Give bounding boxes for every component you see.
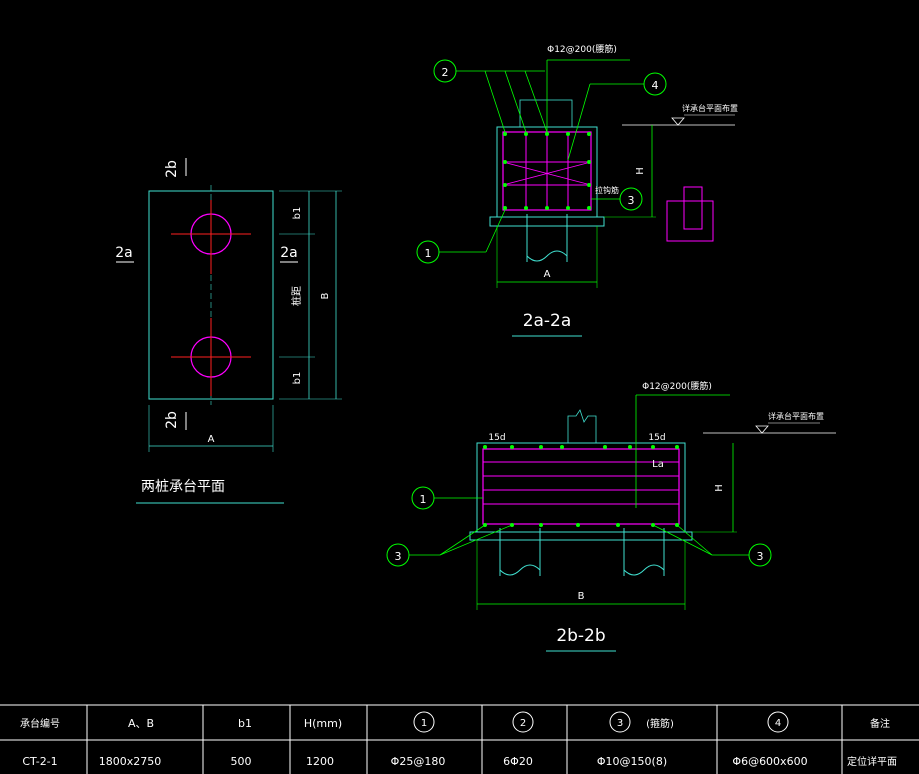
callout-3-label: 3 <box>628 194 635 207</box>
leader <box>485 209 506 253</box>
section-label-2a-right: 2a <box>280 245 298 261</box>
column-stub <box>567 409 597 443</box>
tie-bar <box>502 161 592 186</box>
header-ab: A、B <box>128 717 154 730</box>
stirrup-detail <box>666 200 714 242</box>
tie-label: 拉钩筋 <box>595 185 619 195</box>
elevation-marker <box>755 425 769 434</box>
pile-cap-plan: 2b 2b 2a 2a A b1 桩距 b1 B 两桩承台平面 <box>115 158 342 504</box>
schedule-table: 承台编号 A、B b1 H(mm) 1 2 3 (箍筋) 4 备注 CT-2-1… <box>0 704 919 774</box>
section-2a-title: 2a-2a <box>523 311 572 331</box>
cell-h: 1200 <box>306 755 334 768</box>
leader <box>439 524 513 556</box>
callout-1-label: 1 <box>425 247 432 260</box>
leader <box>567 83 591 161</box>
cell-rebar-4: Φ6@600x600 <box>732 755 807 768</box>
dim-label-b1-bottom: b1 <box>292 372 303 385</box>
cell-ab: 1800x2750 <box>99 755 162 768</box>
pile-break <box>623 564 665 576</box>
stirrup-detail-hook <box>683 186 703 230</box>
main-rebar <box>482 448 680 525</box>
leader <box>484 70 506 133</box>
table-grid <box>86 705 843 774</box>
header-h: H(mm) <box>304 717 342 730</box>
ground-label: 详承台平面布置 <box>768 411 824 421</box>
pile-break <box>526 250 568 262</box>
section-label-2b-top: 2b <box>164 160 180 178</box>
callout-3-left-label: 3 <box>395 550 402 563</box>
header-b1: b1 <box>238 717 252 730</box>
ground-label: 详承台平面布置 <box>682 103 738 113</box>
callout-4-label: 4 <box>652 79 659 92</box>
cell-b1: 500 <box>231 755 252 768</box>
header-cap-id: 承台编号 <box>20 717 60 730</box>
elevation-marker <box>671 117 685 126</box>
leader <box>676 524 713 556</box>
header-callout-2: 2 <box>520 718 526 729</box>
dim-label-H: H <box>714 484 725 492</box>
leader <box>652 524 713 556</box>
rebar-dots <box>483 445 679 527</box>
header-callout-1: 1 <box>421 718 427 729</box>
cell-rebar-3: Φ10@150(8) <box>597 755 667 768</box>
cell-note: 定位详平面 <box>847 755 897 768</box>
cushion-layer <box>489 216 605 227</box>
cap-section-outline <box>476 442 686 533</box>
section-label-2b-bottom: 2b <box>164 411 180 429</box>
anchor-left-label: 15d <box>488 433 505 443</box>
section-label-2a-left: 2a <box>115 245 133 261</box>
header-callout-circle <box>609 711 631 733</box>
pile-break <box>499 564 541 576</box>
header-stirrup: (箍筋) <box>646 717 674 730</box>
cell-cap-id: CT-2-1 <box>22 755 57 768</box>
header-callout-3: 3 <box>617 718 623 729</box>
header-callout-circle <box>512 711 534 733</box>
column-stub <box>519 99 573 128</box>
dim-label-B: B <box>578 591 585 602</box>
anchor-right-label: 15d <box>648 433 665 443</box>
waist-bar-label: Φ12@200(腰筋) <box>642 380 712 392</box>
leader <box>524 70 548 133</box>
lap-label: La <box>652 459 664 470</box>
cushion-layer <box>469 531 693 541</box>
dim-label-H: H <box>635 167 646 175</box>
rebar-dots <box>503 132 591 210</box>
dim-label-b1-top: b1 <box>292 207 303 220</box>
cell-rebar-1: Φ25@180 <box>391 755 446 768</box>
section-2b-2b: 15d 15d La Φ12@200(腰筋) 详承台平面布置 H 1 3 3 <box>386 380 836 652</box>
cell-rebar-2: 6Φ20 <box>503 755 533 768</box>
callout-3-right-label: 3 <box>757 550 764 563</box>
dim-label-spacing: 桩距 <box>290 286 303 306</box>
plan-title: 两桩承台平面 <box>141 478 225 495</box>
dim-label-B: B <box>320 292 331 299</box>
header-callout-circle <box>767 711 789 733</box>
leader <box>504 70 527 133</box>
dim-label-A: A <box>208 434 215 445</box>
dim-label-A: A <box>544 269 551 280</box>
header-note: 备注 <box>870 717 890 730</box>
section-2a-2a: Φ12@200(腰筋) 2 4 3 拉钩筋 1 详承台平面布置 H <box>416 43 738 337</box>
leader <box>439 524 486 556</box>
callout-1-label: 1 <box>420 493 427 506</box>
callout-2-label: 2 <box>442 66 449 79</box>
waist-bar-label: Φ12@200(腰筋) <box>547 43 617 55</box>
section-2b-title: 2b-2b <box>556 626 605 646</box>
header-callout-4: 4 <box>775 718 781 729</box>
header-callout-circle <box>413 711 435 733</box>
